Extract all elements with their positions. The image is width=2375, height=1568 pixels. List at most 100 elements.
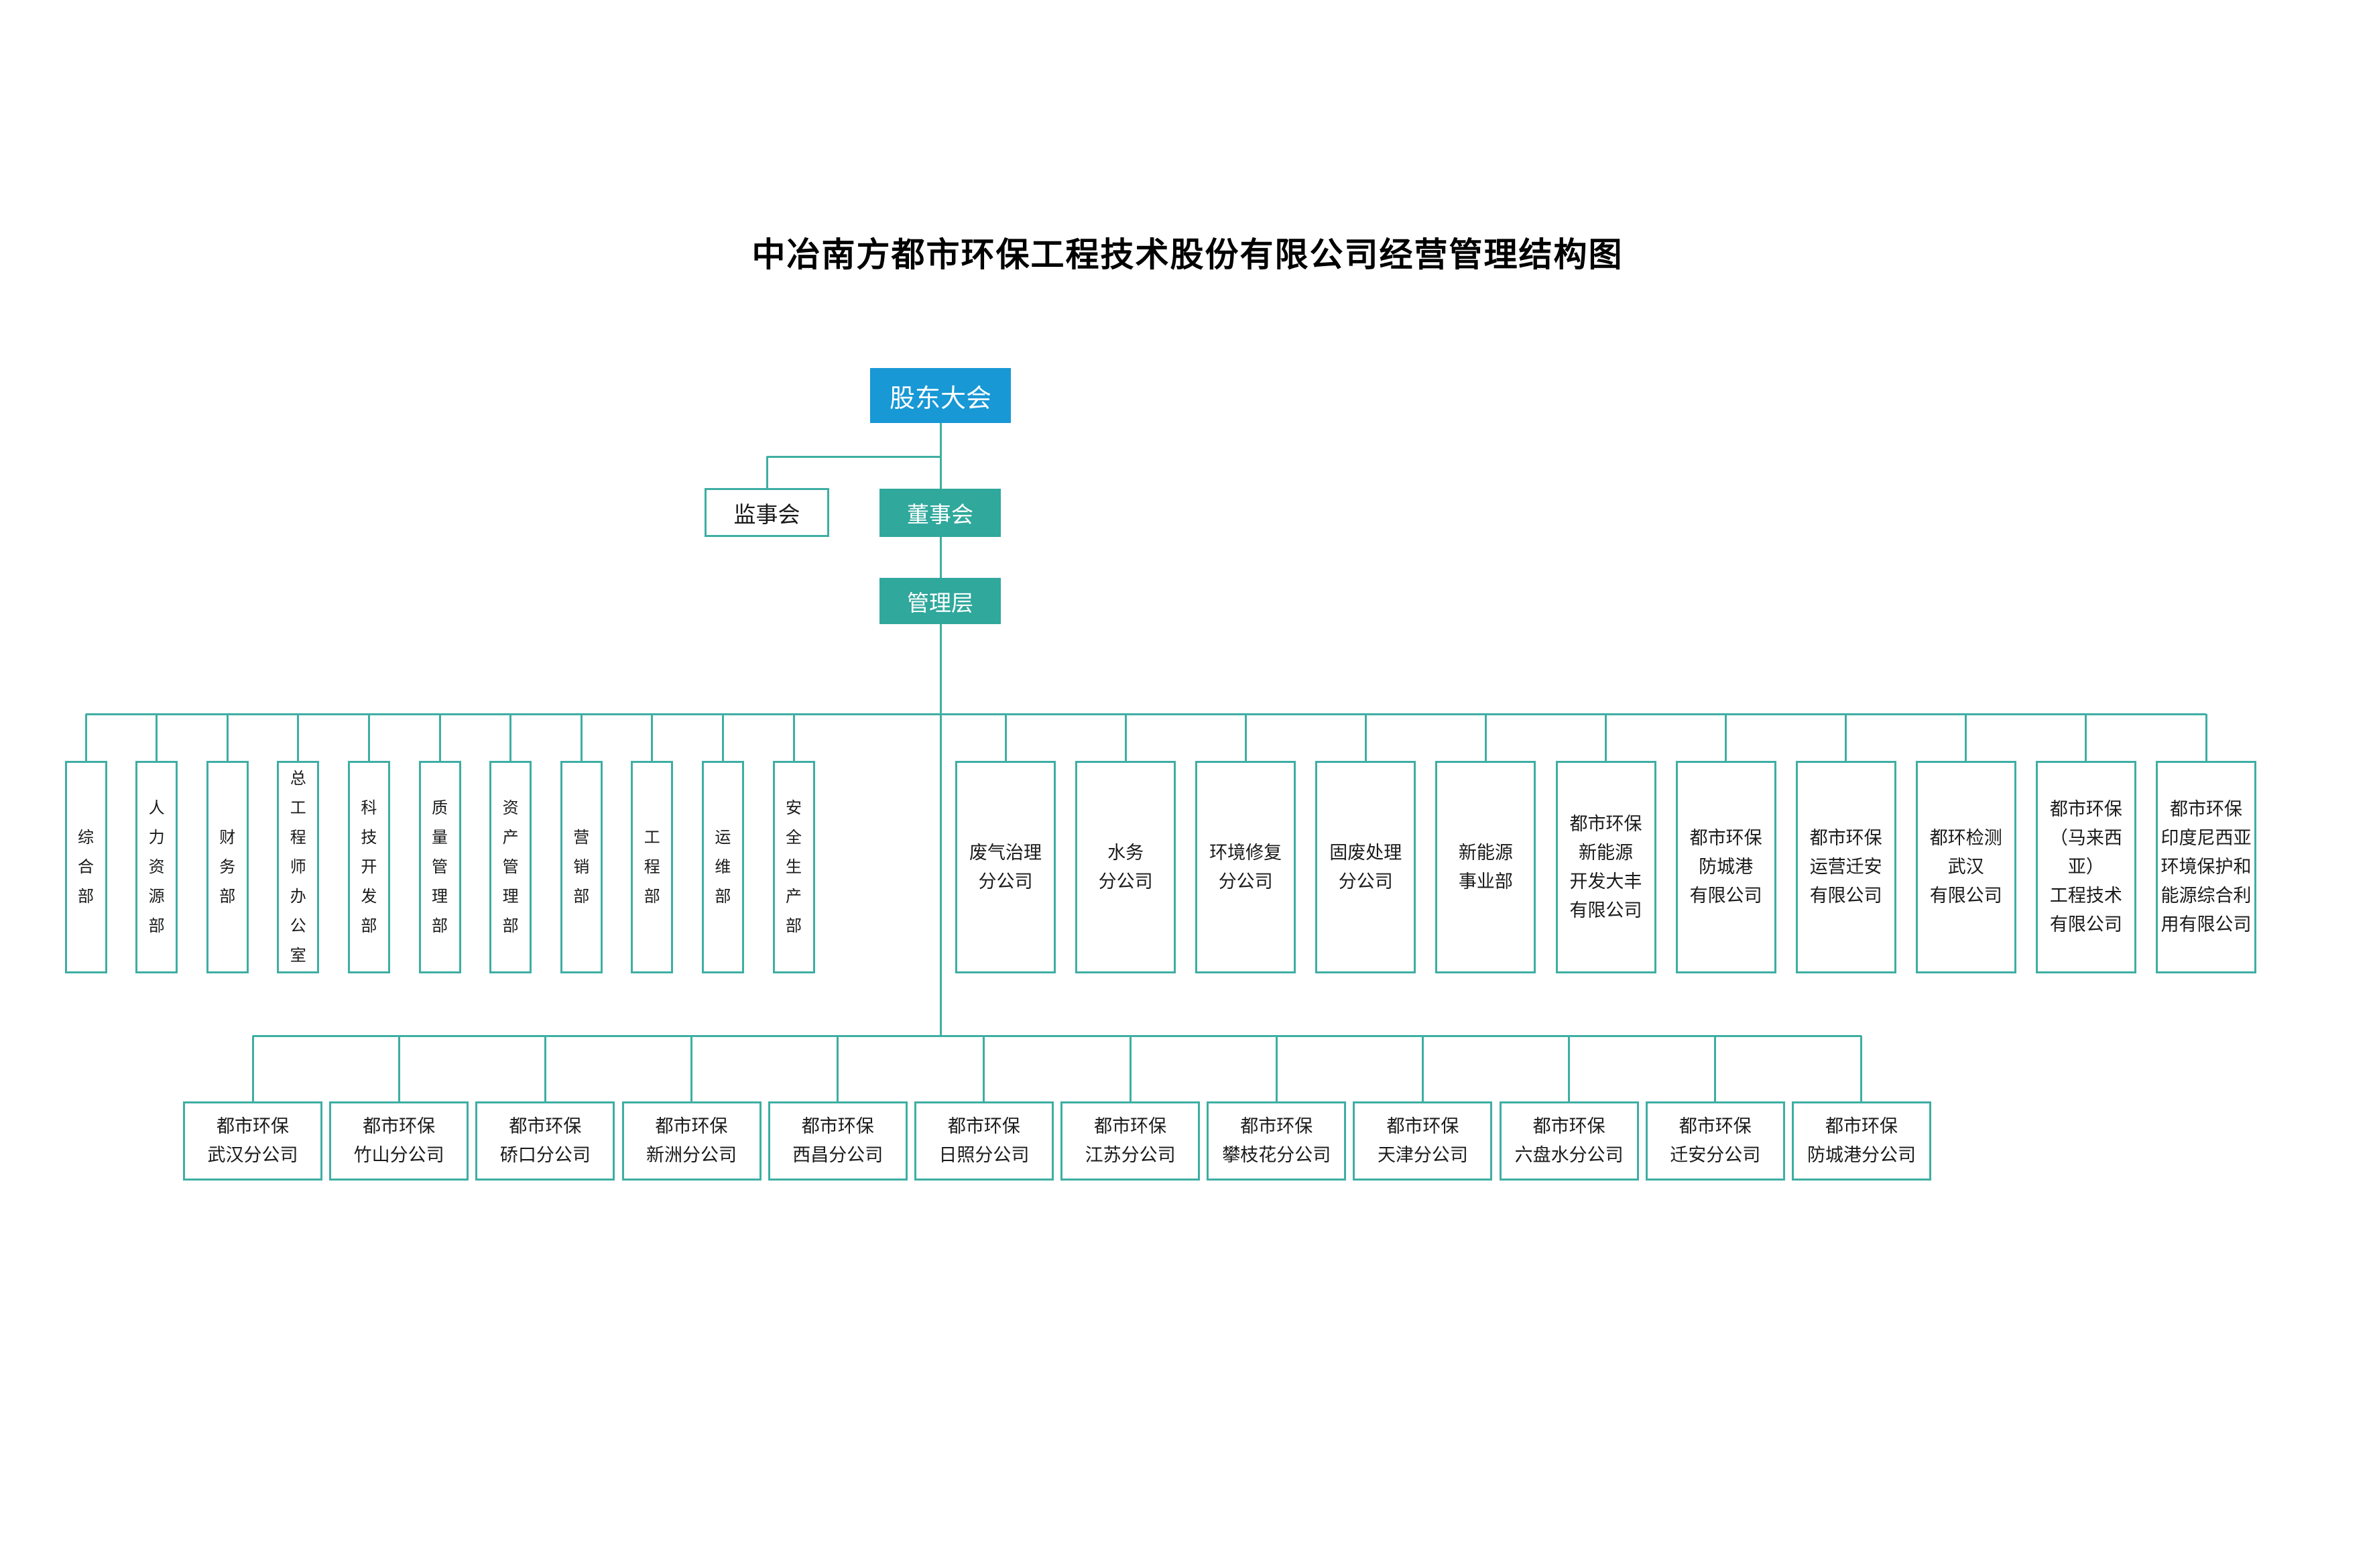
node-label: 都市环保 印度尼西亚 环境保护和 能源综合利 用有限公司 bbox=[2160, 799, 2252, 934]
node-label: 都市环保 西昌分公司 bbox=[792, 1116, 884, 1165]
division-box: 固废处理 分公司 bbox=[1315, 761, 1416, 973]
department-box: 总 工 程 师 办 公 室 bbox=[277, 761, 320, 973]
branch-box: 都市环保 江苏分公司 bbox=[1060, 1101, 1201, 1181]
node-label: 都市环保 攀枝花分公司 bbox=[1222, 1116, 1331, 1165]
connector-division-stub bbox=[2085, 714, 2087, 761]
branch-box: 都市环保 六盘水分公司 bbox=[1499, 1101, 1639, 1181]
branch-box: 都市环保 迁安分公司 bbox=[1645, 1101, 1785, 1181]
branch-box: 都市环保 武汉分公司 bbox=[183, 1101, 322, 1181]
connector-department-stub bbox=[367, 714, 370, 761]
node-label: 管理层 bbox=[907, 590, 973, 615]
connector-branch-stub bbox=[1860, 1036, 1863, 1101]
node-supervisory-board: 监事会 bbox=[705, 488, 829, 537]
department-box: 综 合 部 bbox=[64, 761, 107, 973]
connector-branch-stub bbox=[837, 1036, 839, 1101]
division-box: 都市环保 （马来西亚） 工程技术 有限公司 bbox=[2035, 761, 2136, 973]
node-label: 都市环保 日照分公司 bbox=[938, 1116, 1030, 1165]
branch-box: 都市环保 日照分公司 bbox=[914, 1101, 1054, 1181]
node-label: 都市环保 防城港 有限公司 bbox=[1689, 828, 1762, 906]
division-box: 都市环保 防城港 有限公司 bbox=[1675, 761, 1776, 973]
connector-supervisory-branch bbox=[767, 455, 940, 458]
chart-title: 中冶南方都市环保工程技术股份有限公司经营管理结构图 bbox=[751, 236, 1624, 274]
connector-division-stub bbox=[1965, 714, 1967, 761]
department-box: 安 全 生 产 部 bbox=[772, 761, 815, 973]
connector-branch-stub bbox=[1568, 1036, 1571, 1101]
node-label: 水务 分公司 bbox=[1098, 842, 1153, 892]
connector-division-stub bbox=[1605, 714, 1607, 761]
branch-box: 都市环保 攀枝花分公司 bbox=[1207, 1101, 1347, 1181]
connector-department-stub bbox=[509, 714, 512, 761]
node-label: 运 维 部 bbox=[715, 828, 731, 906]
branch-box: 都市环保 西昌分公司 bbox=[768, 1101, 908, 1181]
node-label: 都市环保 （马来西亚） 工程技术 有限公司 bbox=[2049, 799, 2122, 934]
connector-department-stub bbox=[156, 714, 158, 761]
node-label: 综 合 部 bbox=[78, 828, 94, 906]
connector-branch-stub bbox=[544, 1036, 546, 1101]
node-label: 都市环保 防城港分公司 bbox=[1807, 1116, 1916, 1165]
branch-box: 都市环保 硚口分公司 bbox=[475, 1101, 615, 1181]
department-box: 资 产 管 理 部 bbox=[489, 761, 532, 973]
node-label: 新能源 事业部 bbox=[1458, 842, 1513, 892]
node-label: 都市环保 竹山分公司 bbox=[353, 1116, 444, 1165]
node-label: 都市环保 天津分公司 bbox=[1377, 1116, 1468, 1165]
node-label: 总 工 程 师 办 公 室 bbox=[290, 769, 306, 965]
department-box: 科 技 开 发 部 bbox=[347, 761, 390, 973]
division-box: 都市环保 印度尼西亚 环境保护和 能源综合利 用有限公司 bbox=[2156, 761, 2256, 973]
connector-branch-rail bbox=[253, 1034, 1862, 1037]
node-label: 人 力 资 源 部 bbox=[148, 798, 165, 935]
connector-department-stub bbox=[580, 714, 583, 761]
node-management-layer: 管理层 bbox=[879, 578, 1001, 624]
connector-department-stub bbox=[792, 714, 795, 761]
connector-division-stub bbox=[1725, 714, 1727, 761]
connector-board-management bbox=[939, 537, 942, 578]
connector-department-rail bbox=[86, 713, 2206, 715]
connector-branch-stub bbox=[983, 1036, 985, 1101]
branch-box: 都市环保 新洲分公司 bbox=[621, 1101, 762, 1181]
connector-supervisory-stub bbox=[766, 457, 768, 488]
connector-branch-stub bbox=[398, 1036, 400, 1101]
node-label: 监事会 bbox=[733, 501, 800, 527]
node-label: 股东大会 bbox=[889, 384, 991, 413]
node-label: 资 产 管 理 部 bbox=[502, 798, 519, 935]
node-label: 董事会 bbox=[907, 502, 973, 527]
node-label: 工 程 部 bbox=[644, 828, 660, 906]
node-label: 质 量 管 理 部 bbox=[432, 798, 448, 935]
connector-branch-stub bbox=[1129, 1036, 1132, 1101]
connector-branch-stub bbox=[1275, 1036, 1278, 1101]
node-label: 科 技 开 发 部 bbox=[361, 798, 377, 935]
node-label: 都市环保 硚口分公司 bbox=[499, 1116, 591, 1165]
node-label: 废气治理 分公司 bbox=[969, 842, 1042, 892]
node-label: 都市环保 江苏分公司 bbox=[1085, 1116, 1176, 1165]
connector-department-stub bbox=[651, 714, 654, 761]
branch-box: 都市环保 防城港分公司 bbox=[1791, 1101, 1931, 1181]
division-box: 新能源 事业部 bbox=[1435, 761, 1536, 973]
connector-department-stub bbox=[721, 714, 724, 761]
department-box: 质 量 管 理 部 bbox=[418, 761, 461, 973]
department-box: 人 力 资 源 部 bbox=[135, 761, 178, 973]
connector-department-stub bbox=[297, 714, 300, 761]
connector-department-stub bbox=[438, 714, 441, 761]
node-label: 都环检测 武汉 有限公司 bbox=[1929, 828, 2002, 906]
branch-box: 都市环保 竹山分公司 bbox=[329, 1101, 469, 1181]
division-box: 水务 分公司 bbox=[1075, 761, 1176, 973]
node-label: 环境修复 分公司 bbox=[1209, 842, 1282, 892]
connector-division-stub bbox=[1484, 714, 1487, 761]
connector-division-stub bbox=[1124, 714, 1127, 761]
division-box: 都市环保 新能源 开发大丰 有限公司 bbox=[1555, 761, 1656, 973]
node-label: 营 销 部 bbox=[573, 828, 590, 906]
connector-division-stub bbox=[2205, 714, 2207, 761]
node-label: 都市环保 新洲分公司 bbox=[646, 1116, 737, 1165]
branch-box: 都市环保 天津分公司 bbox=[1353, 1101, 1493, 1181]
node-shareholders-meeting: 股东大会 bbox=[870, 368, 1011, 423]
division-box: 都市环保 运营迁安 有限公司 bbox=[1795, 761, 1896, 973]
connector-division-stub bbox=[1004, 714, 1007, 761]
connector-department-stub bbox=[84, 714, 87, 761]
connector-division-stub bbox=[1364, 714, 1367, 761]
department-box: 运 维 部 bbox=[701, 761, 744, 973]
node-label: 固废处理 分公司 bbox=[1329, 842, 1402, 892]
division-box: 环境修复 分公司 bbox=[1195, 761, 1296, 973]
node-label: 都市环保 新能源 开发大丰 有限公司 bbox=[1569, 813, 1642, 920]
connector-division-stub bbox=[1244, 714, 1247, 761]
connector-branch-stub bbox=[690, 1036, 693, 1101]
